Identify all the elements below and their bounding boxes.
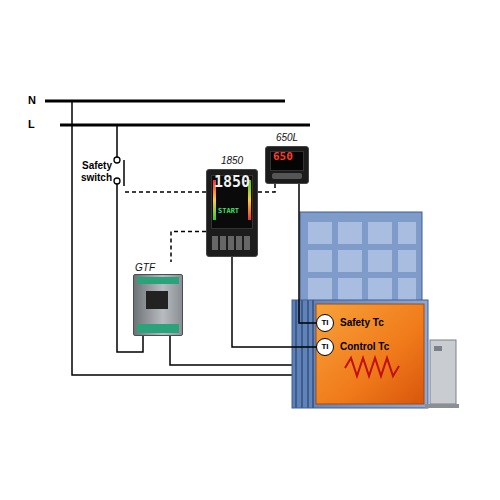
furnace-body <box>292 300 428 408</box>
frame-panel <box>398 250 416 272</box>
line-name: L <box>28 119 35 130</box>
switch-contact <box>114 178 120 184</box>
frame-bar <box>312 300 314 408</box>
frame-panel <box>338 222 362 244</box>
frame-panel <box>308 250 332 272</box>
control-cabinet <box>430 340 456 404</box>
controller-1850: 1850 <box>206 155 258 257</box>
thermocouple-label: Safety Tc <box>340 316 384 330</box>
wire <box>299 184 316 323</box>
display-value: 1850 <box>214 175 250 190</box>
heater-wire <box>170 336 305 365</box>
safety-thermocouple: TI Safety Tc <box>316 314 408 332</box>
thermocouple-label: Control Tc <box>340 340 389 354</box>
frame-panel <box>368 278 392 300</box>
device-name: 1850 <box>206 155 258 167</box>
cabinet-panel <box>434 346 442 351</box>
connector-line <box>232 257 316 347</box>
safety-switch: Safety switch <box>62 150 125 200</box>
frame-bar <box>307 300 309 408</box>
frame-panel <box>338 278 362 300</box>
live-wire <box>116 125 118 157</box>
frame-panel <box>308 222 332 244</box>
status-panel <box>146 291 168 309</box>
furnace <box>292 212 459 408</box>
instrument-circle: TI <box>316 314 334 332</box>
terminal-block <box>137 324 179 333</box>
furnace-roof <box>300 212 422 312</box>
switch-blade <box>123 160 125 186</box>
heater-element <box>345 358 399 376</box>
device-body <box>133 274 183 336</box>
frame-panel <box>308 278 332 300</box>
live-line <box>60 124 310 127</box>
instrument-circle: TI <box>316 338 334 356</box>
device-name: GTF <box>135 262 155 274</box>
switch-label: Safety switch <box>62 160 112 184</box>
frame-bar <box>301 300 303 408</box>
frame-bar <box>295 300 297 408</box>
connector-line <box>171 232 206 263</box>
neutral-line <box>45 100 285 103</box>
frame-panel <box>398 278 416 300</box>
neutral-wire <box>72 101 305 375</box>
display-value: 650 <box>273 151 293 162</box>
keypad <box>212 236 252 250</box>
frame-panel <box>368 222 392 244</box>
frame-panel <box>398 222 416 244</box>
frame-panel <box>338 250 362 272</box>
switch-wire <box>116 184 118 200</box>
signal-link <box>171 232 206 263</box>
connector-line <box>299 184 316 323</box>
control-thermocouple: TI Control Tc <box>316 338 408 356</box>
furnace-chamber <box>316 304 424 404</box>
device-name: 650L <box>265 132 309 144</box>
display-status: START <box>218 208 239 215</box>
frame-panel <box>368 250 392 272</box>
cabinet-base <box>425 404 459 408</box>
keypad <box>272 173 302 179</box>
switch-contact <box>114 157 120 163</box>
terminal-block <box>137 277 179 284</box>
line-name: N <box>28 95 36 106</box>
wire <box>232 257 316 347</box>
power-controller-gtf: GTF <box>133 262 183 336</box>
